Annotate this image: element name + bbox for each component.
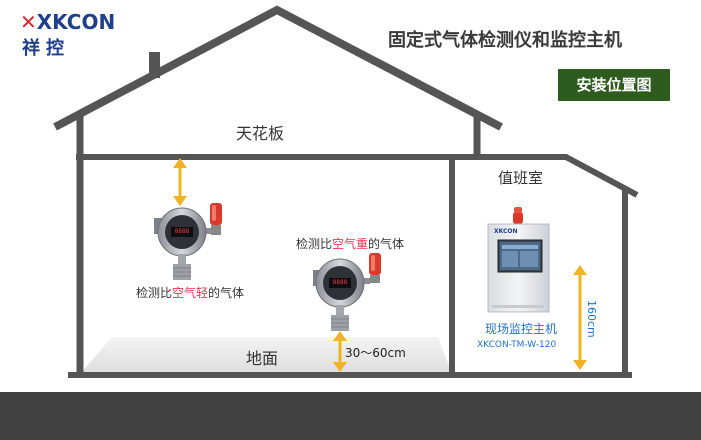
ceiling-distance-arrow xyxy=(173,158,187,206)
logo-x-mark: ✕ xyxy=(20,10,37,34)
page-title: 固定式气体检测仪和监控主机 xyxy=(388,30,622,51)
diagram-badge: 安装位置图 xyxy=(558,69,670,101)
logo-text: XKCON xyxy=(36,10,116,34)
heavy-gas-suffix: 的气体 xyxy=(368,237,405,251)
floor-surface xyxy=(80,337,452,374)
light-gas-highlight: 空气轻 xyxy=(172,286,209,300)
host-name-label: 现场监控主机 xyxy=(485,322,558,336)
monitoring-host xyxy=(487,207,550,313)
logo-subtitle: 祥控 xyxy=(22,38,70,59)
ceiling-label: 天花板 xyxy=(236,124,285,143)
footer-bar xyxy=(0,392,701,440)
host-model-label: XKCON-TM-W-120 xyxy=(477,340,557,350)
light-gas-suffix: 的气体 xyxy=(208,286,245,300)
host-panel-brand: XKCON xyxy=(494,228,518,235)
floor-label: 地面 xyxy=(246,349,279,368)
duty-room-label: 值班室 xyxy=(498,169,544,187)
heavy-gas-highlight: 空气重 xyxy=(332,237,369,251)
logo-mark: ✕XKCON xyxy=(20,10,115,34)
gas-detector-light xyxy=(154,203,222,280)
heavy-gas-label: 检测比空气重的气体 xyxy=(296,235,404,252)
light-gas-label: 检测比空气轻的气体 xyxy=(136,284,244,301)
light-gas-prefix: 检测比 xyxy=(136,286,173,300)
detector-display-1: 8888 xyxy=(174,228,190,235)
gas-detector-heavy xyxy=(313,253,381,331)
host-height-arrow xyxy=(573,265,587,370)
host-height-label: 160cm xyxy=(585,300,598,338)
duty-room-roof xyxy=(455,154,639,198)
brand-logo: ✕XKCON xyxy=(20,10,115,34)
detector-display-2: 8888 xyxy=(332,279,348,286)
main-roof xyxy=(53,5,503,131)
chimney xyxy=(149,52,160,78)
floor-distance-arrow xyxy=(333,331,347,372)
floor-distance-label: 30～60cm xyxy=(345,346,406,360)
heavy-gas-prefix: 检测比 xyxy=(296,237,333,251)
